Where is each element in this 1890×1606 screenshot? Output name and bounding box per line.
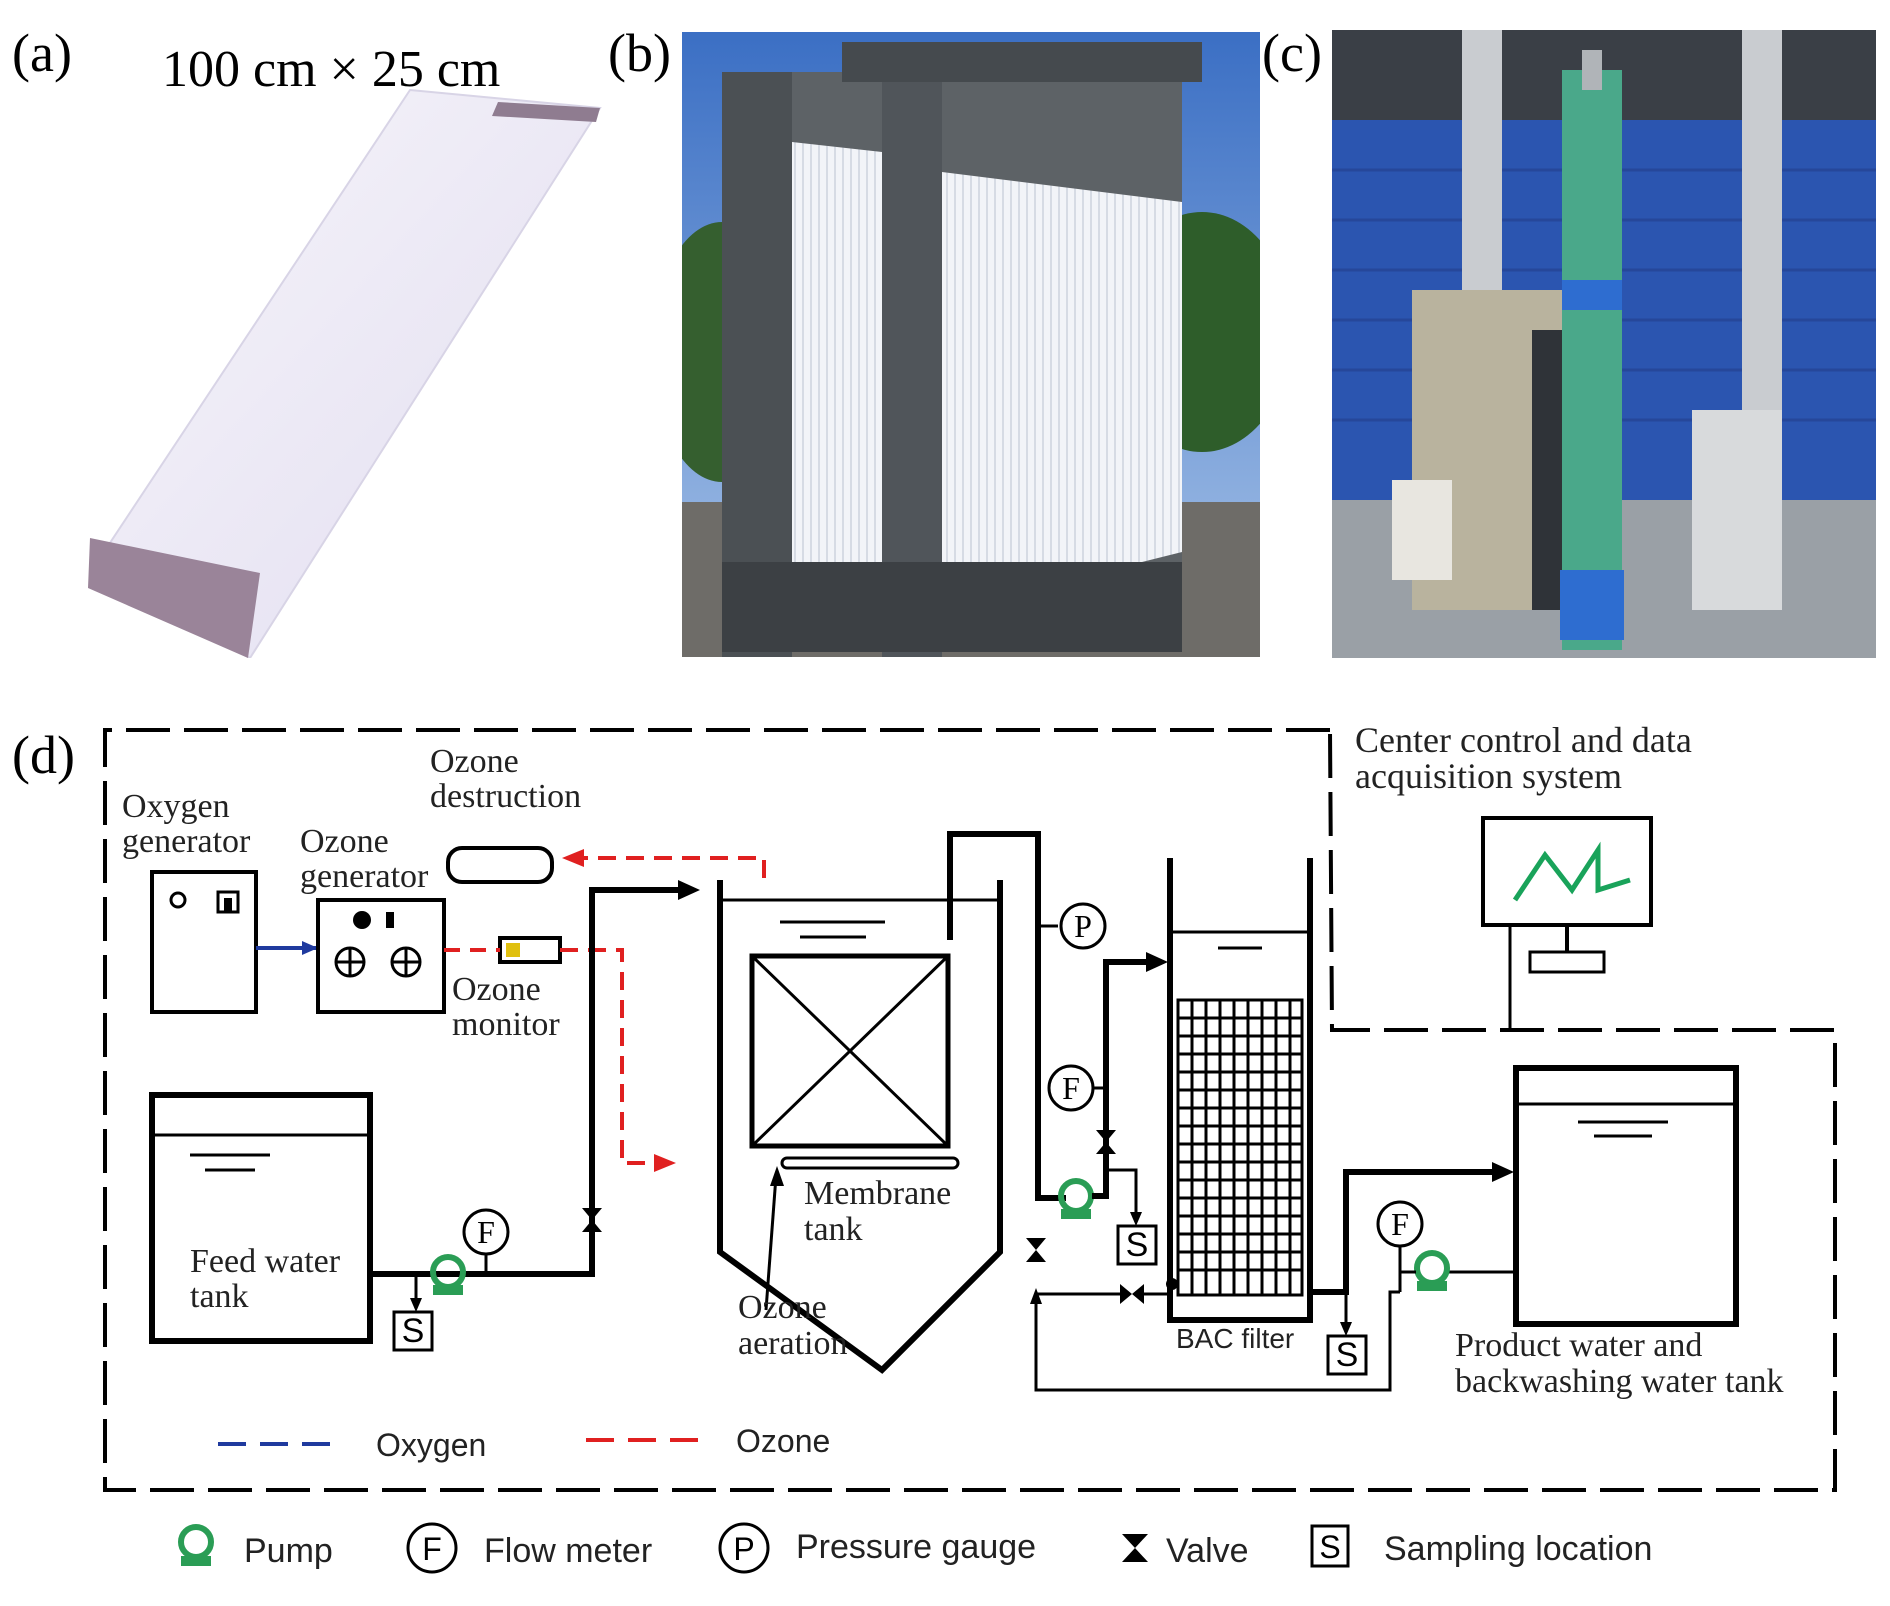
sampling-symbol-2: S: [1126, 1226, 1149, 1264]
flow-meter-icon-3: [1376, 1200, 1424, 1248]
oxygen-generator-label-1: Oxygen: [122, 788, 230, 825]
flow-meter-symbol: F: [477, 1214, 495, 1250]
feed-tank-label-2: tank: [190, 1278, 249, 1315]
ozone-aeration-label-1: Ozone: [738, 1289, 827, 1326]
flow-meter-symbol-2: F: [1062, 1070, 1080, 1106]
product-tank-label-2: backwashing water tank: [1455, 1363, 1784, 1400]
feed-tank-label-1: Feed water: [190, 1243, 341, 1280]
control-monitor: [1481, 816, 1653, 927]
ozone-generator: [316, 898, 446, 1014]
flow-meter-icon-2: [1047, 1064, 1095, 1112]
ozone-monitor-label-1: Ozone: [452, 971, 541, 1008]
legend-pump-label: Pump: [244, 1532, 333, 1570]
ozone-destructor: [446, 846, 554, 884]
backwash-pipe: [1034, 1290, 1400, 1392]
ozone-aeration-label-2: aeration: [738, 1325, 848, 1362]
ozone-monitor-label-2: monitor: [452, 1006, 560, 1043]
legend-sampling-symbol: S: [1319, 1529, 1340, 1565]
pump-icon-3: [1414, 1250, 1450, 1291]
flow-meter-symbol-3: F: [1391, 1206, 1409, 1242]
ozone-destruction-label-2: destruction: [430, 778, 581, 815]
pilot-plant-photo: [1332, 30, 1876, 658]
membrane-tank-label-1: Membrane: [804, 1175, 951, 1212]
monitor-signal-icon: [1512, 841, 1631, 902]
legend-pressure-gauge-label: Pressure gauge: [796, 1528, 1036, 1566]
ozone-offgas-line: [582, 856, 766, 878]
membrane-tank-label-2: tank: [804, 1211, 863, 1248]
bac-filter-label: BAC filter: [1176, 1323, 1294, 1354]
pressure-gauge-icon: [1059, 902, 1107, 950]
oxygen-generator: [150, 870, 258, 1014]
monitor-base: [1528, 950, 1606, 974]
sampling-icon-3: [1326, 1334, 1368, 1376]
membrane-tank: [717, 880, 1003, 1374]
legend-flow-meter-symbol: F: [422, 1531, 442, 1567]
oxygen-generator-dial-icon: [169, 891, 187, 909]
legend-oxygen-label: Oxygen: [376, 1427, 486, 1463]
sampling-symbol-3: S: [1336, 1336, 1359, 1374]
bac-effluent-pipe: [1310, 1169, 1496, 1295]
legend-ozone-label: Ozone: [736, 1423, 830, 1459]
pump-icon-2: [1058, 1178, 1094, 1219]
sampling-icon: [392, 1310, 434, 1352]
bac-filter-column: [1167, 858, 1313, 1323]
membrane-dimension-label: 100 cm × 25 cm: [162, 41, 501, 98]
pressure-gauge-symbol: P: [1074, 908, 1092, 944]
panel-label-a: (a): [12, 23, 72, 83]
sampling-symbol: S: [402, 1312, 425, 1350]
membrane-sheet-photo: [80, 28, 610, 658]
panel-label-c: (c): [1262, 23, 1322, 83]
legend-pressure-gauge-icon: [718, 1522, 770, 1574]
legend-sampling-label: Sampling location: [1384, 1530, 1652, 1568]
feed-pipe: [370, 887, 682, 1277]
ozone-aerator: [780, 1156, 960, 1170]
legend-pump-icon: [178, 1524, 214, 1566]
valve-icon-2: [1096, 1130, 1116, 1154]
valve-icon-3: [1026, 1238, 1046, 1262]
flow-meter-icon: [462, 1208, 510, 1256]
valve-icon-4: [1120, 1284, 1144, 1304]
legend-pressure-gauge-symbol: P: [733, 1531, 754, 1567]
product-tank-label-1: Product water and: [1455, 1327, 1702, 1364]
product-water-tank: [1513, 1065, 1739, 1327]
center-control-label-1: Center control and data: [1355, 720, 1692, 760]
center-control-label-2: acquisition system: [1355, 756, 1622, 796]
legend-valve-label: Valve: [1166, 1532, 1249, 1570]
legend-flow-meter-label: Flow meter: [484, 1532, 652, 1570]
membrane-module: [749, 953, 951, 1149]
ozone-generator-label-2: generator: [300, 858, 429, 895]
bac-media: [1176, 998, 1304, 1297]
permeate-pipe: [947, 831, 1066, 1201]
pump-icon: [430, 1254, 466, 1295]
legend-valve-icon: [1122, 1534, 1148, 1562]
panel-label-d: (d): [12, 725, 75, 785]
oxygen-generator-label-2: generator: [122, 823, 251, 860]
ozone-generator-label-1: Ozone: [300, 823, 389, 860]
ozone-line-to-aerator: [560, 948, 660, 1165]
feed-water-tank: [149, 1092, 373, 1344]
panel-label-b: (b): [608, 23, 671, 83]
control-boundary: [103, 728, 1837, 1492]
legend-sampling-icon: [1310, 1524, 1350, 1568]
legend-flow-meter-icon: [406, 1522, 458, 1574]
sampling-icon-2: [1116, 1224, 1158, 1266]
ozone-destruction-label-1: Ozone: [430, 743, 519, 780]
membrane-module-photo: [682, 32, 1260, 657]
valve-icon: [582, 1208, 602, 1232]
process-schematic: Center control and data acquisition syst…: [103, 720, 1837, 1574]
